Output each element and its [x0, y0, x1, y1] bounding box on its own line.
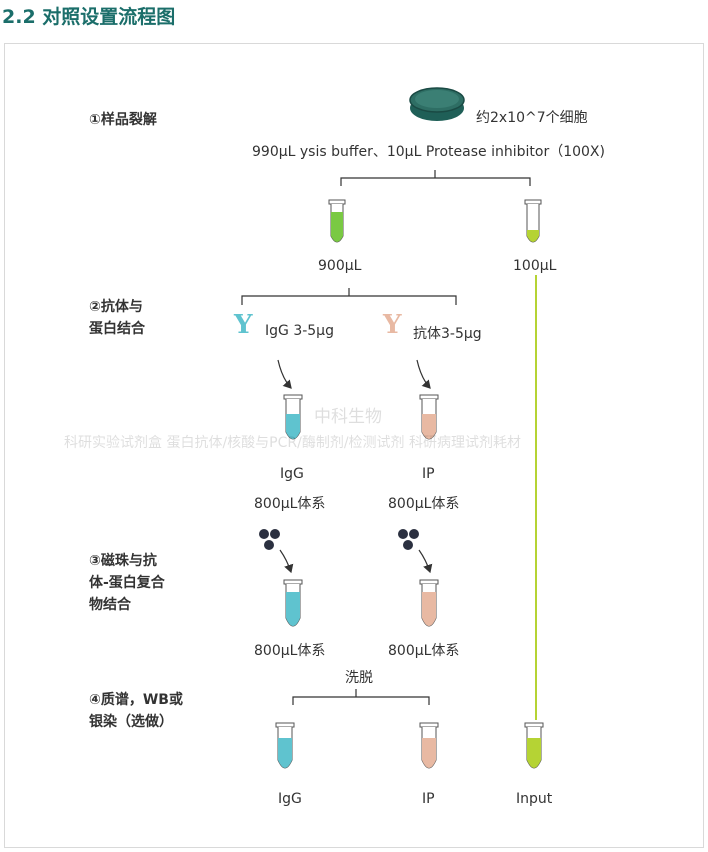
step-3-line: 物结合 — [89, 594, 165, 616]
elute-label: 洗脱 — [345, 667, 373, 687]
split-bracket — [341, 170, 530, 186]
system-2-left-label: 800μL体系 — [254, 640, 325, 660]
final-tube-igg-icon — [276, 723, 294, 768]
cells-label: 约2x10^7个细胞 — [476, 107, 588, 127]
arrow-ip — [417, 360, 430, 388]
watermark-company: 中科生物 — [314, 402, 382, 427]
step-2-line: 蛋白结合 — [89, 318, 145, 340]
watermark-line: 科研实验试剂盒 蛋白抗体/核酸与PCR/酶制剂/检测试剂 科研病理试剂耗材 — [64, 432, 521, 452]
volume-100-label: 100μL — [513, 258, 556, 274]
final-tube-ip-icon — [420, 723, 438, 768]
tube-bead-ip-icon — [420, 580, 438, 626]
tube-igg-label: IgG — [280, 466, 304, 482]
step-1-label: ①样品裂解 — [89, 109, 157, 131]
step-3-label: ③磁珠与抗 体-蛋白复合 物结合 — [89, 550, 165, 616]
step-3-line: ③磁珠与抗 — [89, 550, 165, 572]
target-antibody-icon: Y — [383, 310, 402, 340]
system-1-left-label: 800μL体系 — [254, 493, 325, 513]
step-3-line: 体-蛋白复合 — [89, 572, 165, 594]
volume-900-label: 900μL — [318, 258, 361, 274]
tube-bead-igg-icon — [284, 580, 302, 626]
antibody-bracket — [242, 288, 456, 305]
arrow-bead-right — [419, 550, 430, 572]
step-2-line: ②抗体与 — [89, 296, 145, 318]
system-1-right-label: 800μL体系 — [388, 493, 459, 513]
target-antibody-label: 抗体3-5μg — [413, 323, 482, 343]
tube-ip-label: IP — [422, 466, 435, 482]
arrow-bead-left — [280, 550, 291, 572]
final-igg-label: IgG — [278, 791, 302, 807]
system-2-right-label: 800μL体系 — [388, 640, 459, 660]
final-tube-input-icon — [525, 723, 543, 768]
arrow-igg — [278, 360, 291, 388]
tube-100-icon — [525, 200, 541, 242]
step-2-label: ②抗体与 蛋白结合 — [89, 296, 145, 340]
tube-900-icon — [329, 200, 345, 242]
step-4-line: 银染（选做） — [89, 711, 183, 733]
final-input-label: Input — [516, 791, 552, 807]
step-4-line: ④质谱，WB或 — [89, 689, 183, 711]
beads-left-icon — [259, 529, 280, 550]
petri-dish-icon — [410, 88, 464, 121]
elute-bracket — [293, 689, 429, 705]
final-ip-label: IP — [422, 791, 435, 807]
igg-antibody-label: IgG 3-5μg — [265, 323, 334, 339]
igg-antibody-icon: Y — [234, 310, 253, 340]
buffer-label: 990μL ysis buffer、10μL Protease inhibito… — [252, 141, 605, 161]
beads-right-icon — [398, 529, 419, 550]
step-4-label: ④质谱，WB或 银染（选做） — [89, 689, 183, 733]
